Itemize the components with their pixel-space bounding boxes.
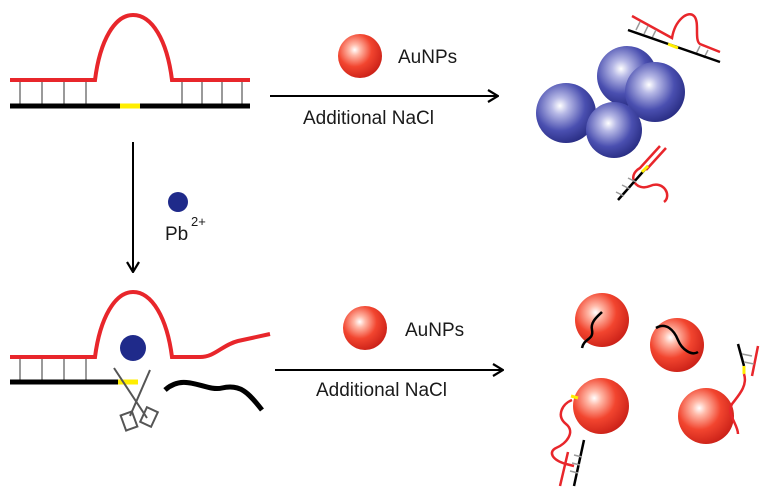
top-reagent-label: AuNPs xyxy=(398,47,457,68)
adsorbed-fragment xyxy=(655,324,699,355)
top-condition-label: Additional NaCl xyxy=(303,108,434,129)
dispersed-aunps xyxy=(573,293,734,444)
free-cleavage-site xyxy=(640,164,650,174)
base-pair-rungs xyxy=(19,359,87,380)
aggregated-aunp xyxy=(625,62,685,122)
enzyme-strand xyxy=(10,289,271,359)
lead-ion-charge: 2+ xyxy=(191,214,206,229)
free-cleavage-site xyxy=(667,42,679,50)
dispersed-aunp xyxy=(678,388,734,444)
bottom-reagent-label: AuNPs xyxy=(405,320,464,341)
aunp-reagent-icon xyxy=(338,34,382,78)
dispersed-aunp xyxy=(573,378,629,434)
top-reaction: AuNPs Additional NaCl xyxy=(270,34,498,129)
dispersed-aunp xyxy=(575,293,629,347)
aggregated-aunp xyxy=(586,102,642,158)
aunp-reagent-icon xyxy=(343,306,387,350)
bottom-condition-label: Additional NaCl xyxy=(316,380,447,401)
lead-addition-step: Pb 2+ xyxy=(133,142,206,272)
intact-dnazyme-complex xyxy=(10,12,250,109)
free-enzyme-strand xyxy=(645,147,667,171)
released-enzyme-duplex xyxy=(550,394,586,487)
aggregated-aunps xyxy=(536,46,685,158)
adsorbed-fragment xyxy=(580,311,603,349)
enzyme-strand xyxy=(10,12,250,82)
dispersed-aunp xyxy=(650,318,704,372)
scissors-icon xyxy=(113,367,160,432)
bound-lead-ion xyxy=(120,335,146,361)
bottom-reaction: AuNPs Additional NaCl xyxy=(275,306,503,401)
released-enzyme-duplex xyxy=(729,343,760,435)
free-dnazyme-duplex xyxy=(615,145,669,203)
free-dnazyme-duplex xyxy=(627,13,721,64)
free-enzyme-strand xyxy=(632,145,669,203)
base-pair-rungs xyxy=(19,82,243,104)
lead-ion-icon xyxy=(168,192,188,212)
cleaved-dnazyme-complex xyxy=(10,289,271,432)
lead-ion-symbol: Pb xyxy=(165,224,188,245)
free-enzyme-strand xyxy=(631,13,721,54)
aggregated-aunp xyxy=(536,83,596,143)
released-substrate-fragment xyxy=(163,379,264,412)
